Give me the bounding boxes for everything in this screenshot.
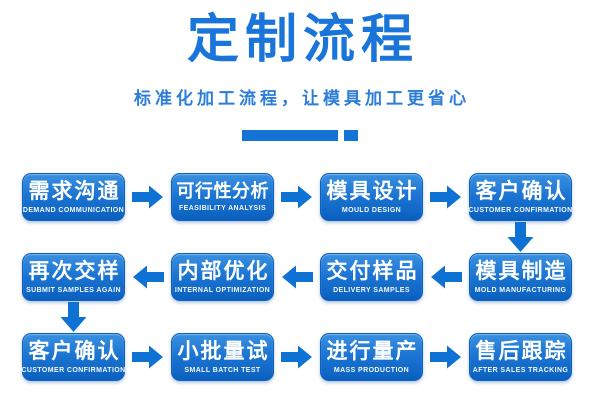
arrow-left-icon bbox=[431, 265, 462, 289]
step-label-en: AFTER SALES TRACKING bbox=[472, 366, 569, 374]
step-label-zh: 可行性分析 bbox=[176, 181, 269, 202]
flow-row-2: 再次交样 SUBMIT SAMPLES AGAIN 内部优化 INTERNAL … bbox=[22, 253, 572, 301]
step-label-zh: 需求沟通 bbox=[28, 180, 121, 204]
arrow-right-icon bbox=[430, 185, 461, 209]
step-label-en: CUSTOMER CONFIRMATION bbox=[21, 366, 126, 374]
step-label-en: CUSTOMER CONFIRMATION bbox=[468, 206, 573, 214]
arrow-down-icon bbox=[60, 302, 87, 332]
step-box-mould-design: 模具设计 MOULD DESIGN bbox=[320, 173, 423, 221]
title-divider bbox=[0, 130, 600, 141]
step-label-zh: 售后跟踪 bbox=[475, 340, 568, 364]
step-label-zh: 小批量试 bbox=[177, 340, 270, 364]
flow-row-3: 客户确认 CUSTOMER CONFIRMATION 小批量试 SMALL BA… bbox=[21, 333, 572, 381]
step-label-en: MOLD MANUFACTURING bbox=[474, 286, 567, 294]
step-label-en: SUBMIT SAMPLES AGAIN bbox=[26, 286, 121, 294]
page-title: 定制流程 bbox=[186, 11, 419, 69]
step-box-after-sales-tracking: 售后跟踪 AFTER SALES TRACKING bbox=[469, 333, 572, 381]
arrow-down-icon bbox=[507, 222, 534, 252]
step-box-customer-confirmation-1: 客户确认 CUSTOMER CONFIRMATION bbox=[468, 173, 573, 221]
arrow-left-icon bbox=[133, 265, 164, 289]
arrow-right-icon bbox=[430, 345, 461, 369]
step-label-en: INTERNAL OPTIMIZATION bbox=[174, 286, 271, 294]
arrow-left-icon bbox=[282, 265, 313, 289]
arrow-right-icon bbox=[132, 345, 163, 369]
step-box-demand-communication: 需求沟通 DEMAND COMMUNICATION bbox=[22, 173, 125, 221]
divider-square bbox=[344, 130, 358, 141]
step-box-submit-samples-again: 再次交样 SUBMIT SAMPLES AGAIN bbox=[22, 253, 125, 301]
step-label-en: FEASIBILITY ANALYSIS bbox=[178, 204, 267, 212]
step-label-zh: 内部优化 bbox=[177, 260, 270, 284]
step-label-zh: 客户确认 bbox=[28, 340, 121, 364]
step-label-zh: 进行量产 bbox=[326, 340, 419, 364]
step-box-mold-manufacturing: 模具制造 MOLD MANUFACTURING bbox=[469, 253, 572, 301]
divider-bar bbox=[242, 130, 338, 141]
step-box-mass-production: 进行量产 MASS PRODUCTION bbox=[320, 333, 423, 381]
step-box-customer-confirmation-2: 客户确认 CUSTOMER CONFIRMATION bbox=[21, 333, 126, 381]
step-label-en: DELIVERY SAMPLES bbox=[333, 286, 410, 294]
step-box-internal-optimization: 内部优化 INTERNAL OPTIMIZATION bbox=[171, 253, 274, 301]
arrow-right-icon bbox=[132, 185, 163, 209]
flow-row-1: 需求沟通 DEMAND COMMUNICATION 可行性分析 FEASIBIL… bbox=[22, 173, 572, 221]
step-label-zh: 模具制造 bbox=[475, 260, 568, 284]
step-label-zh: 再次交样 bbox=[28, 260, 121, 284]
step-label-zh: 模具设计 bbox=[326, 180, 419, 204]
arrow-right-icon bbox=[281, 185, 312, 209]
step-label-en: MASS PRODUCTION bbox=[333, 366, 410, 374]
step-box-delivery-samples: 交付样品 DELIVERY SAMPLES bbox=[320, 253, 423, 301]
step-label-zh: 交付样品 bbox=[326, 260, 419, 284]
step-box-feasibility-analysis: 可行性分析 FEASIBILITY ANALYSIS bbox=[171, 173, 274, 221]
step-box-small-batch-test: 小批量试 SMALL BATCH TEST bbox=[171, 333, 274, 381]
step-label-en: DEMAND COMMUNICATION bbox=[22, 206, 125, 214]
step-label-zh: 客户确认 bbox=[475, 180, 568, 204]
step-label-en: MOULD DESIGN bbox=[341, 206, 402, 214]
page-subtitle: 标准化加工流程，让模具加工更省心 bbox=[134, 89, 470, 108]
arrow-right-icon bbox=[281, 345, 312, 369]
step-label-en: SMALL BATCH TEST bbox=[184, 366, 261, 374]
